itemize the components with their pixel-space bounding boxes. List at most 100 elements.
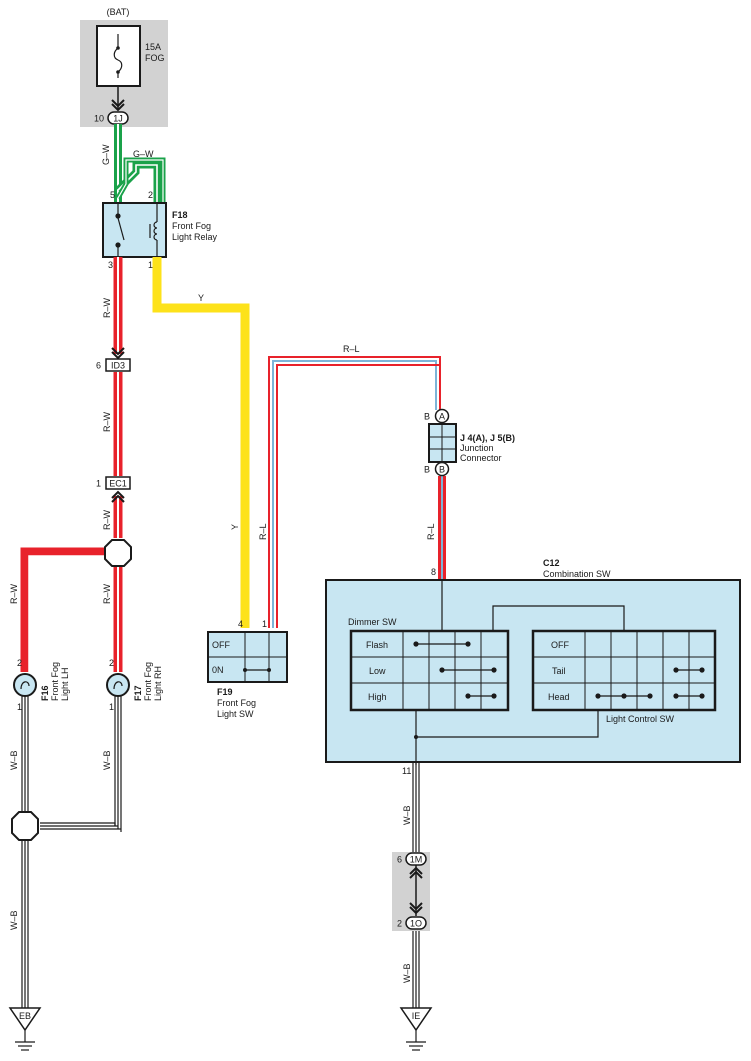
lamp-rh-code: F17 xyxy=(133,685,143,701)
connector-arrow-icon xyxy=(409,902,423,911)
connector-arrow-icon xyxy=(409,866,423,875)
lamp-filament-icon xyxy=(20,681,30,690)
fog-switch-name-line2: Light SW xyxy=(217,709,254,719)
fuse-name-label: FOG xyxy=(145,53,165,63)
junction-pin-a xyxy=(434,408,450,424)
fog-switch-on-label: 0N xyxy=(212,665,224,675)
lamp-lh-pin-top: 2 xyxy=(17,658,22,668)
connector-id3-label: ID3 xyxy=(111,361,125,371)
connector-1o-pin: 2 xyxy=(397,919,402,929)
relay-name-line1: Front Fog xyxy=(172,221,211,231)
connector-ec1-label: EC1 xyxy=(109,479,127,489)
lamp-rh-pin-bot: 1 xyxy=(109,702,114,712)
wire-label: W–B xyxy=(402,963,412,983)
light-row-off: OFF xyxy=(551,640,569,650)
connector-arrow-icon xyxy=(409,906,423,915)
connector-1m-label: 1M xyxy=(410,855,423,865)
connector-arrow-icon xyxy=(111,490,125,499)
relay-pin-2: 2 xyxy=(148,190,153,200)
combo-code: C12 xyxy=(543,558,560,568)
relay-code: F18 xyxy=(172,210,188,220)
wire-label: Y xyxy=(230,524,240,530)
connector-id3 xyxy=(105,358,131,372)
light-control-title: Light Control SW xyxy=(606,714,675,724)
fog-switch-name-line1: Front Fog xyxy=(217,698,256,708)
connector-1m-pin: 6 xyxy=(397,855,402,865)
fog-switch-pin-1: 1 xyxy=(262,619,267,629)
lamp-rh-name-line1: Front Fog xyxy=(143,662,153,701)
light-row-tail: Tail xyxy=(552,666,566,676)
relay-switch-icon xyxy=(115,203,125,257)
connector-1j-pin: 10 xyxy=(94,114,104,124)
connector-id3-pin: 6 xyxy=(96,361,101,371)
junction-code: J 4(A), J 5(B) xyxy=(460,433,515,443)
wire-label: R–L xyxy=(343,344,360,354)
wire-label: W–B xyxy=(102,750,112,770)
splice-point-icon xyxy=(104,539,132,567)
wire-label: R–W xyxy=(102,583,112,604)
relay-pin-5: 5 xyxy=(110,190,115,200)
connector-arrow-icon xyxy=(111,494,125,503)
wire-label: G–W xyxy=(133,149,154,159)
wire-w-b-left xyxy=(21,696,122,1008)
dimmer-row-flash: Flash xyxy=(366,640,388,650)
fog-lamp-lh-icon xyxy=(13,673,37,697)
lamp-rh-pin-top: 2 xyxy=(109,658,114,668)
wire-g-w xyxy=(114,124,166,202)
junction-dot xyxy=(414,735,418,739)
wire-label: G–W xyxy=(101,144,111,165)
wire-label: Y xyxy=(198,293,204,303)
connector-arrow-icon xyxy=(111,103,125,112)
light-control-grid xyxy=(533,631,715,710)
connector-1o-label: 1O xyxy=(410,919,422,929)
wire-label: R–W xyxy=(102,411,112,432)
ground-ie-icon xyxy=(399,1007,433,1032)
wire-y xyxy=(152,257,250,628)
wire-label: R–W xyxy=(9,583,19,604)
dimmer-title: Dimmer SW xyxy=(348,617,397,627)
lamp-rh-name-line2: Light RH xyxy=(153,666,163,701)
wire-label: R–L xyxy=(426,523,436,540)
dimmer-contacts-icon xyxy=(413,641,497,699)
junction-name-line1: Junction xyxy=(460,443,494,453)
wire-label: R–L xyxy=(258,523,268,540)
wire-label: R–W xyxy=(102,297,112,318)
combo-pin-11: 11 xyxy=(402,766,411,776)
connector-1j-label: 1J xyxy=(113,114,123,124)
junction-pin-b-label: B xyxy=(424,465,430,475)
relay-pin-1: 1 xyxy=(148,260,153,270)
connector-ec1-pin: 1 xyxy=(96,479,101,489)
wire-label: W–B xyxy=(9,910,19,930)
relay-f18-box xyxy=(102,202,167,258)
fog-lamp-rh-icon xyxy=(106,673,130,697)
wire-w-b-right xyxy=(412,762,420,1008)
lamp-lh-pin-bot: 1 xyxy=(17,702,22,712)
connector-1o xyxy=(405,916,427,930)
fuse-terminal-dot xyxy=(116,46,120,50)
ground-ie-label: IE xyxy=(412,1011,421,1021)
junction-pin-b xyxy=(434,461,450,477)
fuse-icon xyxy=(113,34,123,78)
dimmer-row-high: High xyxy=(368,692,387,702)
relay-pin-3: 3 xyxy=(108,260,113,270)
splice-point-icon xyxy=(11,811,39,841)
fuse-source-label: (BAT) xyxy=(107,7,130,17)
fuse-terminal-dot xyxy=(116,70,120,74)
light-control-contacts-icon xyxy=(595,667,705,699)
combo-name: Combination SW xyxy=(543,569,611,579)
combo-pin-8: 8 xyxy=(431,567,436,577)
lamp-lh-name-line2: Light LH xyxy=(60,667,70,701)
ground-symbol-icon xyxy=(15,1030,35,1051)
connector-arrow-icon xyxy=(409,870,423,879)
connector-arrow-icon xyxy=(111,347,125,356)
relay-name-line2: Light Relay xyxy=(172,232,218,242)
dimmer-row-low: Low xyxy=(369,666,386,676)
wire-label: R–W xyxy=(102,509,112,530)
fog-switch-code: F19 xyxy=(217,687,233,697)
ground-eb-icon xyxy=(8,1007,42,1032)
junction-letter-a: A xyxy=(439,412,445,422)
ground-symbol-icon xyxy=(406,1030,426,1051)
wire-r-l xyxy=(268,356,446,628)
wire-label: W–B xyxy=(9,750,19,770)
